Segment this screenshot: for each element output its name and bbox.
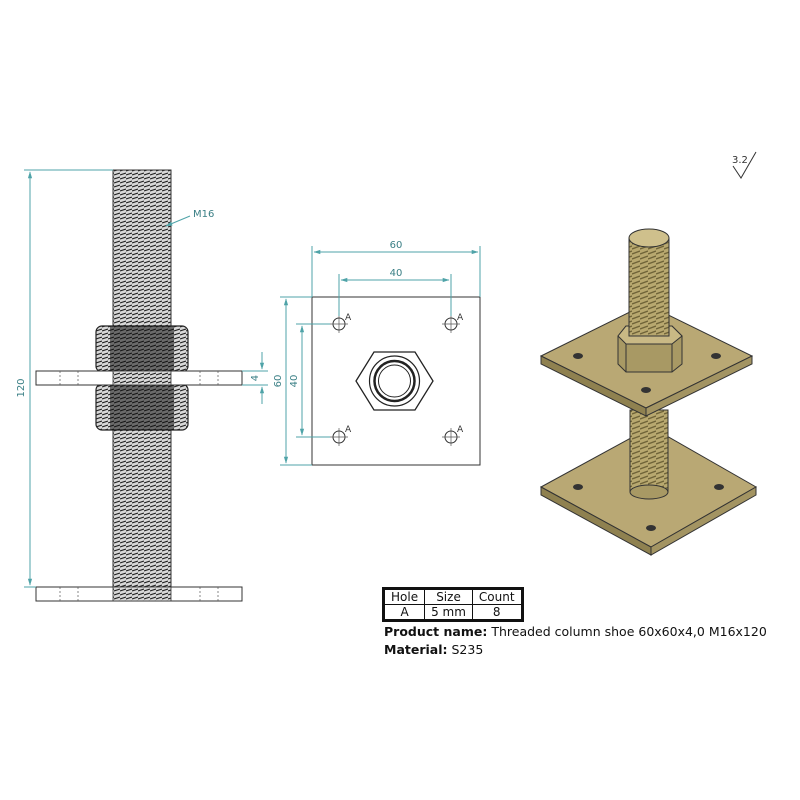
dimension-hole-spacing-y: 40 [289,323,330,438]
iso-lower-rod [629,409,669,493]
hole-top-left: A [330,313,352,333]
dimension-plate-height: 60 [273,296,312,466]
dimension-hole-spacing-x: 40 [338,268,452,316]
product-name-line: Product name: Threaded column shoe 60x60… [384,624,767,639]
hole-top-right: A [442,313,464,333]
material-value: S235 [451,642,484,657]
surface-finish-symbol: 3.2 [732,151,757,179]
hole-bottom-right: A [442,425,464,446]
surface-finish-value: 3.2 [732,155,748,166]
material-line: Material: S235 [384,642,483,657]
side-view: 120 4 M16 [16,169,268,602]
top-view: A A A A 60 [273,240,481,466]
hole-table-header-size: Size [424,589,473,605]
hole-label: A [345,425,352,435]
hole-table-header-hole: Hole [383,589,426,605]
hole-bottom-left: A [330,425,352,446]
plate-height-value: 60 [273,375,284,388]
hole-table-cell: 5 mm [424,604,473,620]
hole-label: A [457,313,464,323]
hole-spacing-y-value: 40 [289,375,300,388]
iso-upper-rod [628,237,670,337]
hole-table: Hole Size Count A 5 mm 8 [382,587,524,622]
plate-width-value: 60 [390,240,403,251]
product-name-label: Product name: [384,624,488,639]
overall-height-value: 120 [16,378,27,397]
thread-callout: M16 [165,209,214,227]
hole-table-cell: A [383,604,426,620]
plate-holes: A A A A [330,313,464,446]
plate-thickness-value: 4 [250,375,261,381]
hole-label: A [457,425,464,435]
hole-table-cell: 8 [471,604,522,620]
rod-section [373,359,416,403]
dimension-overall-height: 120 [16,169,113,588]
material-label: Material: [384,642,448,657]
hole-label: A [345,313,352,323]
hole-table-header-count: Count [471,589,522,605]
thread-callout-text: M16 [193,209,214,220]
iso-rod-end [628,228,670,248]
hole-spacing-x-value: 40 [390,268,403,279]
table-row: A 5 mm 8 [383,604,522,620]
dimension-plate-width: 60 [311,240,481,297]
product-name-value: Threaded column shoe 60x60x4,0 M16x120 [491,624,767,639]
isometric-view [539,228,758,556]
dimension-plate-thickness: 4 [242,352,268,404]
